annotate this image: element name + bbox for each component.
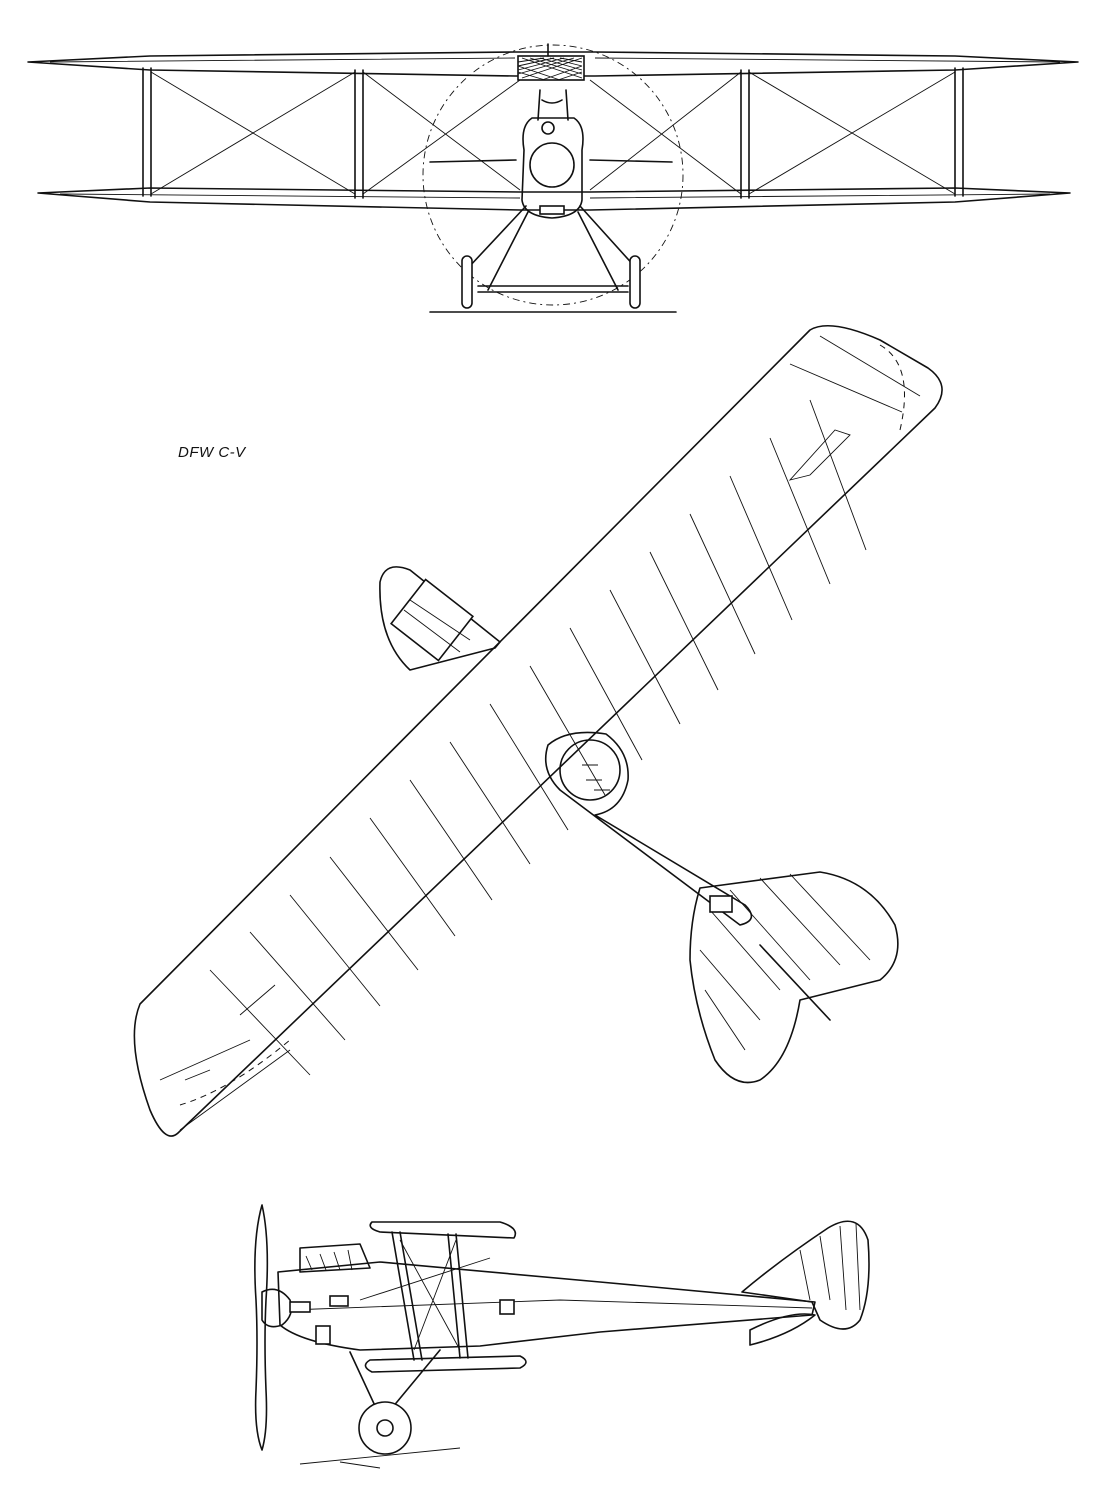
side-lower-wing xyxy=(364,1355,527,1373)
side-landing-gear xyxy=(299,1349,461,1469)
side-upper-wing xyxy=(369,1221,517,1239)
top-view xyxy=(133,324,943,1137)
top-tailplane xyxy=(689,871,899,1084)
side-tail xyxy=(741,1220,870,1346)
drawing-title: DFW C-V xyxy=(178,444,246,461)
front-propeller-disc xyxy=(422,44,684,306)
side-struts xyxy=(359,1231,491,1361)
side-fuselage xyxy=(277,1243,816,1351)
top-fuselage xyxy=(379,566,753,926)
front-fuselage xyxy=(429,89,673,219)
front-view xyxy=(27,43,1079,313)
side-propeller xyxy=(254,1204,293,1451)
top-main-wing xyxy=(133,324,943,1137)
side-view xyxy=(254,1204,870,1469)
front-upper-wing xyxy=(27,51,1079,77)
front-bracing-wires xyxy=(150,71,956,195)
front-struts xyxy=(142,67,964,199)
front-lower-wing xyxy=(37,187,1071,211)
front-undercarriage xyxy=(429,205,677,313)
front-radiator xyxy=(517,43,585,81)
